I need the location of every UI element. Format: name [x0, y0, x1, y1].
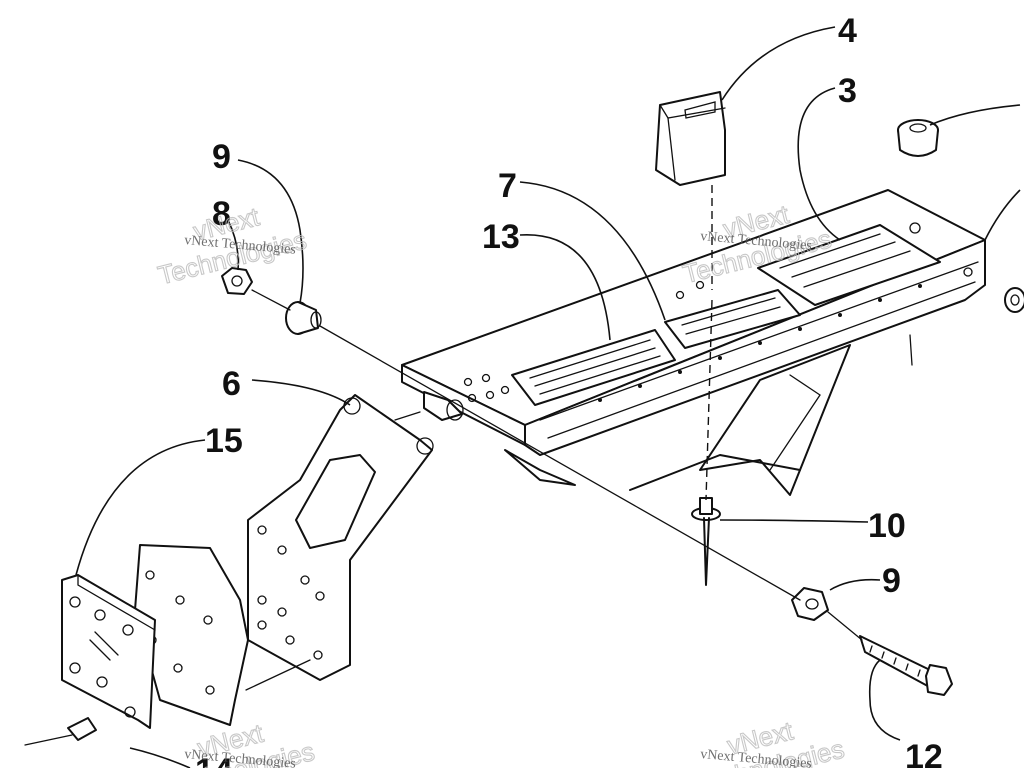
- callout-12: 12: [905, 738, 943, 768]
- grommet-part: [897, 119, 939, 157]
- callout-8: 8: [212, 195, 231, 233]
- decal-13: [511, 329, 676, 406]
- spacer-part-9-top: [285, 301, 322, 335]
- leader-lines: [75, 26, 1021, 768]
- callout-14: 14: [195, 752, 233, 768]
- sleeve-part: [423, 391, 464, 421]
- callout-3: 3: [838, 72, 857, 110]
- nut-part-8: [221, 267, 253, 295]
- decal-7: [664, 289, 801, 349]
- rivet-part-14: [24, 717, 97, 746]
- bolt-part-12: [859, 635, 953, 696]
- assembly-lines: [245, 185, 863, 691]
- spacer-part-9-bottom: [791, 587, 829, 621]
- callout-7: 7: [498, 167, 517, 205]
- callout-13: 13: [482, 218, 520, 256]
- callout-6: 6: [222, 365, 241, 403]
- callout-9-top: 9: [212, 138, 231, 176]
- callout-10: 10: [868, 507, 906, 545]
- callout-15: 15: [205, 422, 243, 460]
- plate-part-15: [61, 574, 156, 729]
- right-washer-part: [1004, 287, 1024, 313]
- callout-labels: 4 3 9 8 7 13 6 15 10 9 12 14: [195, 12, 943, 768]
- clip-part-4: [655, 91, 726, 186]
- callout-9-bottom: 9: [882, 562, 901, 600]
- pin-part-10: [691, 497, 721, 586]
- bracket-part-6: [247, 394, 434, 681]
- callout-4: 4: [838, 12, 857, 50]
